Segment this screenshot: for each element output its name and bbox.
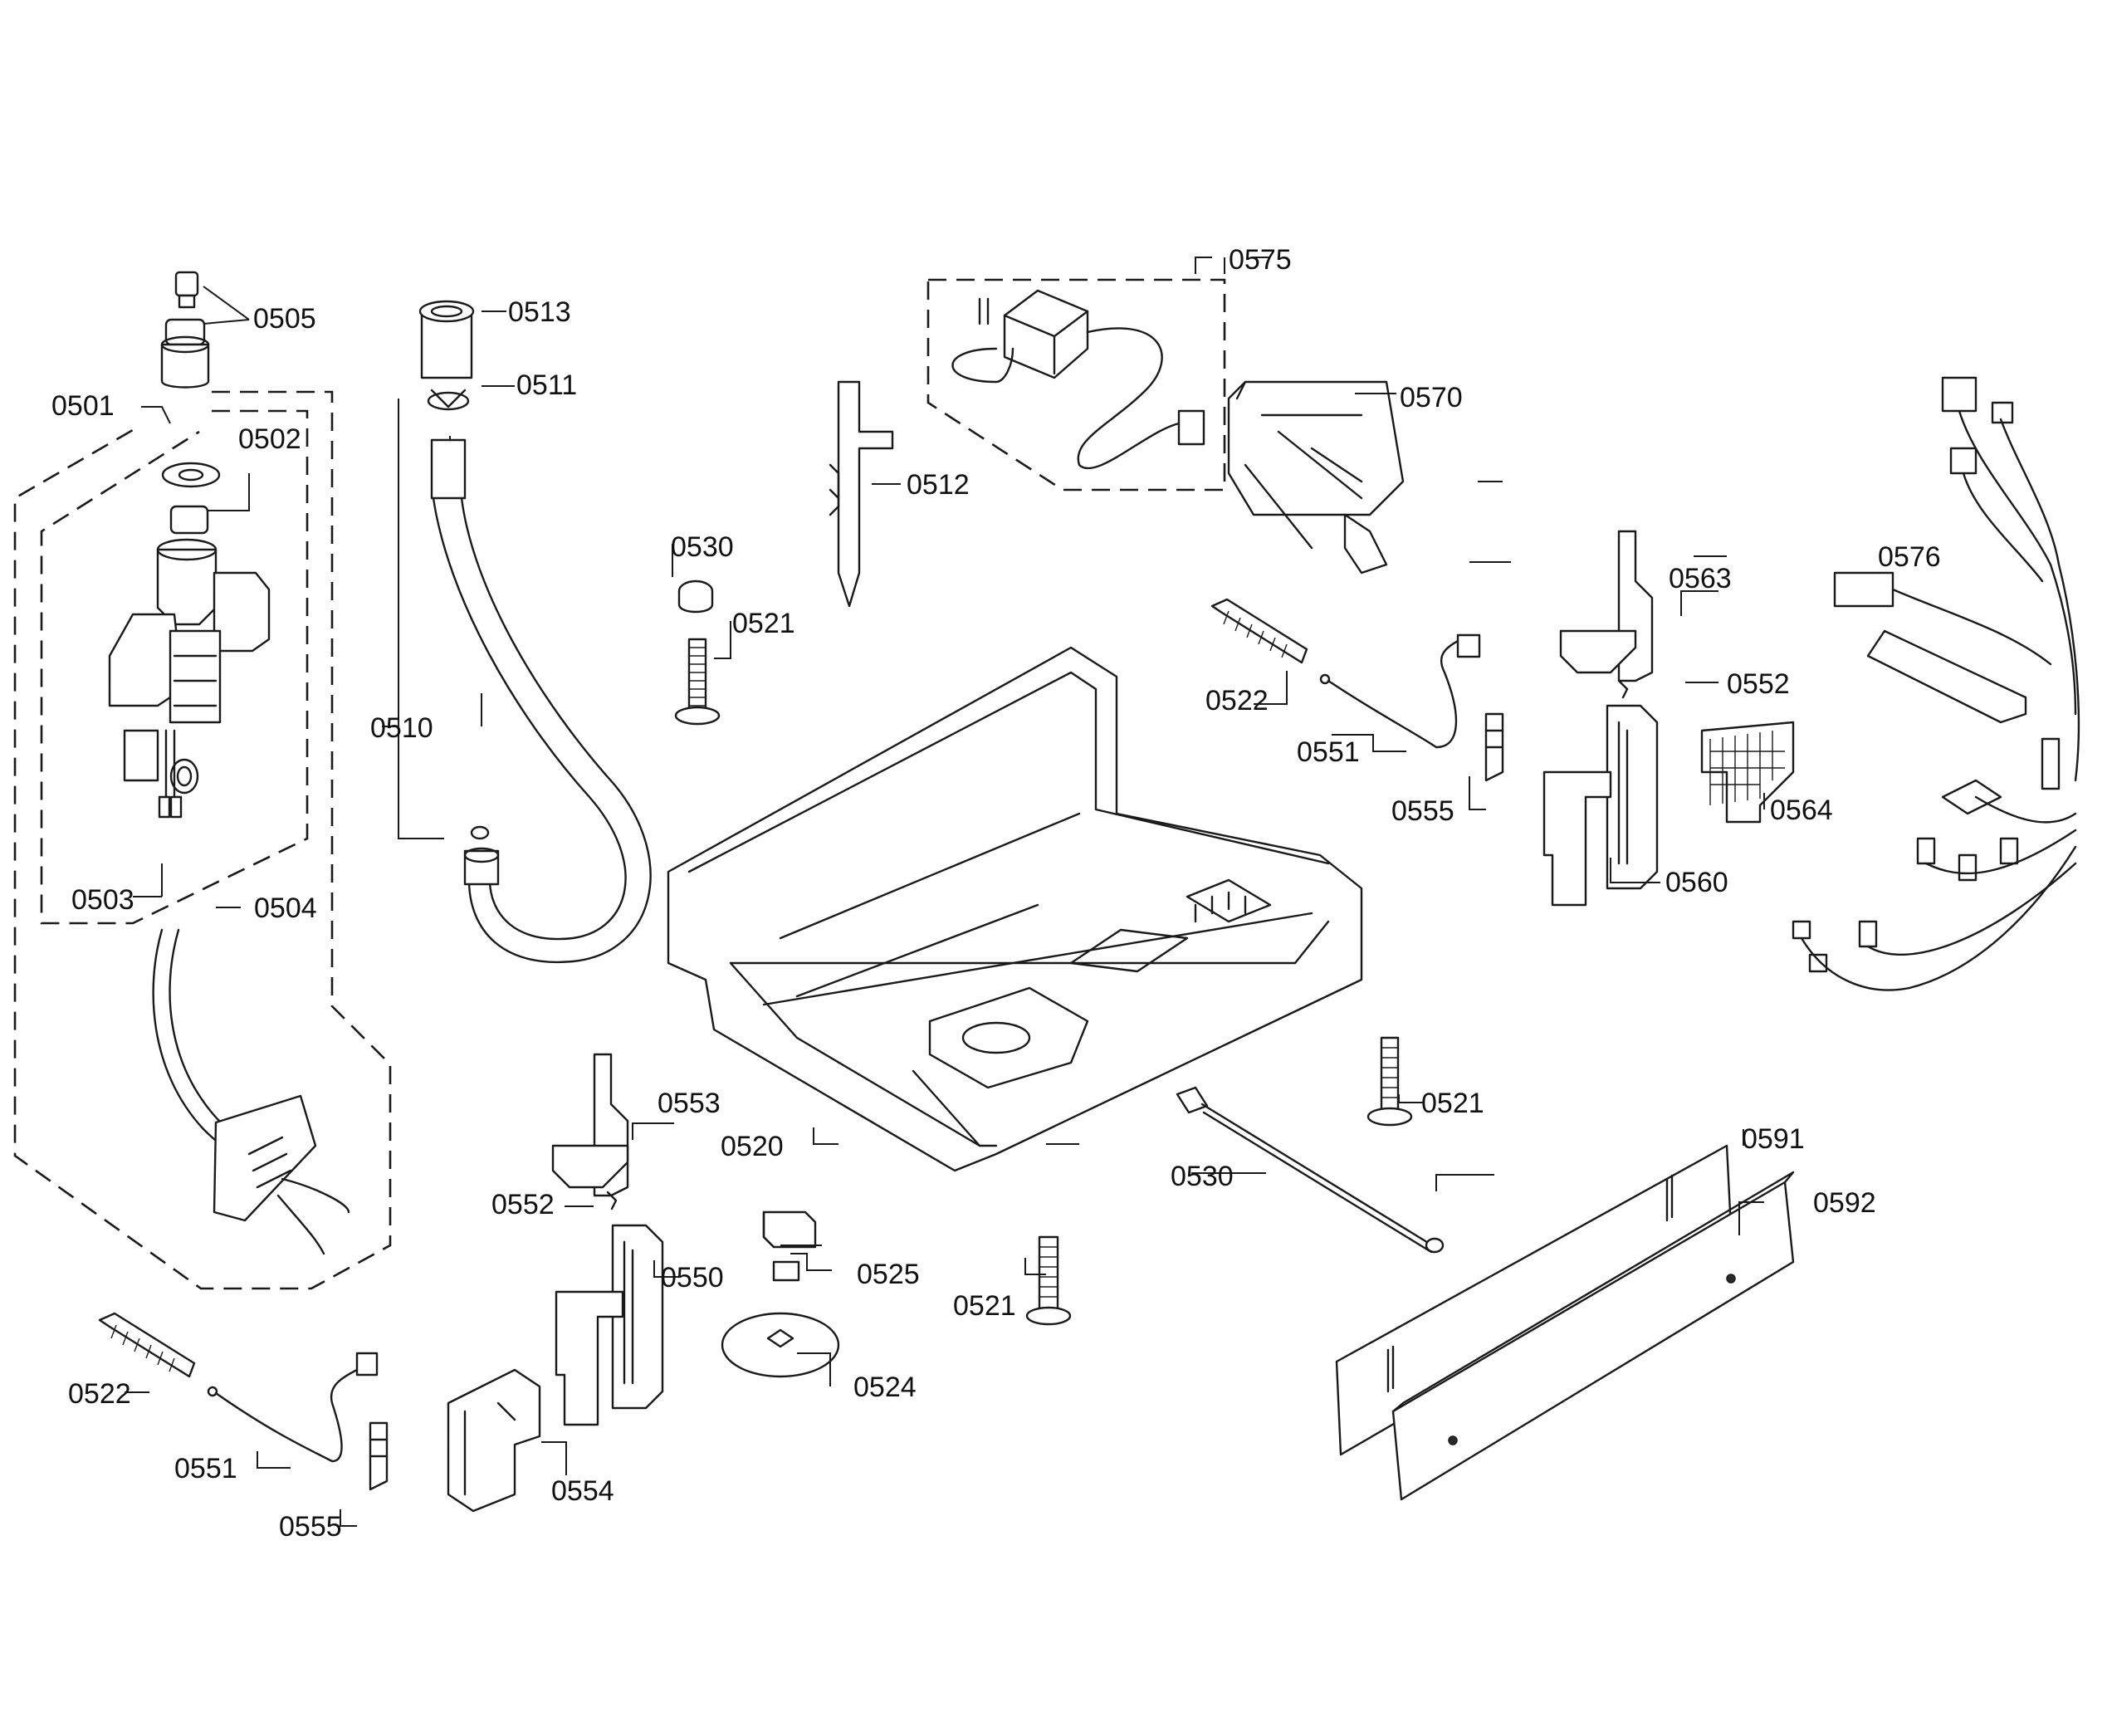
label-0551-left: 0551 [174,1453,237,1484]
label-0513: 0513 [508,296,571,328]
inlet-valve-0502 [108,462,271,819]
hinge-0563 [1559,530,1654,682]
label-0563: 0563 [1669,563,1732,594]
tub-base-0520 [667,646,1363,1172]
label-0560: 0560 [1665,867,1728,898]
label-0591: 0591 [1742,1123,1805,1155]
rod-0530 [1176,1086,1445,1254]
label-0552-left: 0552 [491,1189,555,1220]
clip-0512 [829,380,894,608]
bracket-0550 [555,1224,664,1426]
spring-0522-right [1210,598,1308,664]
hinge-0553 [551,1053,629,1197]
leveling-screw-0521-right [1366,1036,1413,1127]
label-0553: 0553 [658,1088,721,1119]
label-0555-left: 0555 [279,1511,342,1543]
inlet-valve-group-outline [13,390,392,1290]
label-0575: 0575 [1229,244,1292,276]
label-0551-right: 0551 [1297,736,1360,768]
label-0501: 0501 [51,390,115,422]
label-0522-right: 0522 [1205,685,1269,716]
wire-0551-left [207,1352,379,1463]
label-0554: 0554 [551,1475,614,1507]
label-0504: 0504 [254,892,317,924]
label-0530-rod: 0530 [1171,1161,1234,1192]
label-0530-top: 0530 [671,531,734,563]
label-0522-left: 0522 [68,1378,131,1410]
bracket-0554 [447,1368,541,1513]
label-0521-top: 0521 [732,608,795,639]
label-0505: 0505 [253,303,316,335]
label-0576: 0576 [1878,541,1941,573]
inlet-hose-0504 [152,928,350,1255]
label-0511: 0511 [516,369,577,401]
switch-0525 [762,1210,817,1282]
nut-0530 [677,579,714,614]
fitting-0505 [160,271,210,389]
label-0592: 0592 [1813,1187,1876,1219]
disk-0524 [721,1312,840,1378]
label-0521-bottom: 0521 [953,1290,1016,1322]
bracket-0560 [1542,704,1659,907]
wire-harness-0576 [1792,376,2080,991]
label-0570: 0570 [1400,382,1463,413]
control-module-0570 [1227,380,1405,575]
panel-0592 [1391,1171,1795,1501]
drain-hose-0510 [418,300,652,964]
wiring-box-group-outline [926,278,1226,491]
label-0520: 0520 [721,1131,784,1162]
bracket-0564 [1700,721,1795,824]
label-0550: 0550 [661,1262,724,1293]
wire-0551-right [1319,633,1481,749]
label-0512: 0512 [907,469,970,501]
latch-0555-left [369,1421,389,1491]
clip-0552-left [606,1191,618,1210]
label-0552-right: 0552 [1727,668,1790,700]
label-0524: 0524 [853,1372,917,1403]
label-0510: 0510 [370,712,433,744]
leader-lines [125,257,1765,1527]
label-0502: 0502 [238,423,301,455]
label-0525: 0525 [857,1259,920,1290]
leveling-screw-0521-bottom [1025,1235,1072,1326]
clip-0552-right [1617,679,1629,699]
spring-0522-left [98,1312,196,1378]
label-0564: 0564 [1770,795,1833,826]
latch-0555-right [1484,712,1504,782]
label-0521-right: 0521 [1421,1088,1484,1119]
terminal-box-0575 [951,289,1205,470]
label-0503: 0503 [71,884,134,916]
label-0555-right: 0555 [1391,795,1454,827]
leveling-screw-0521-top [674,638,721,726]
